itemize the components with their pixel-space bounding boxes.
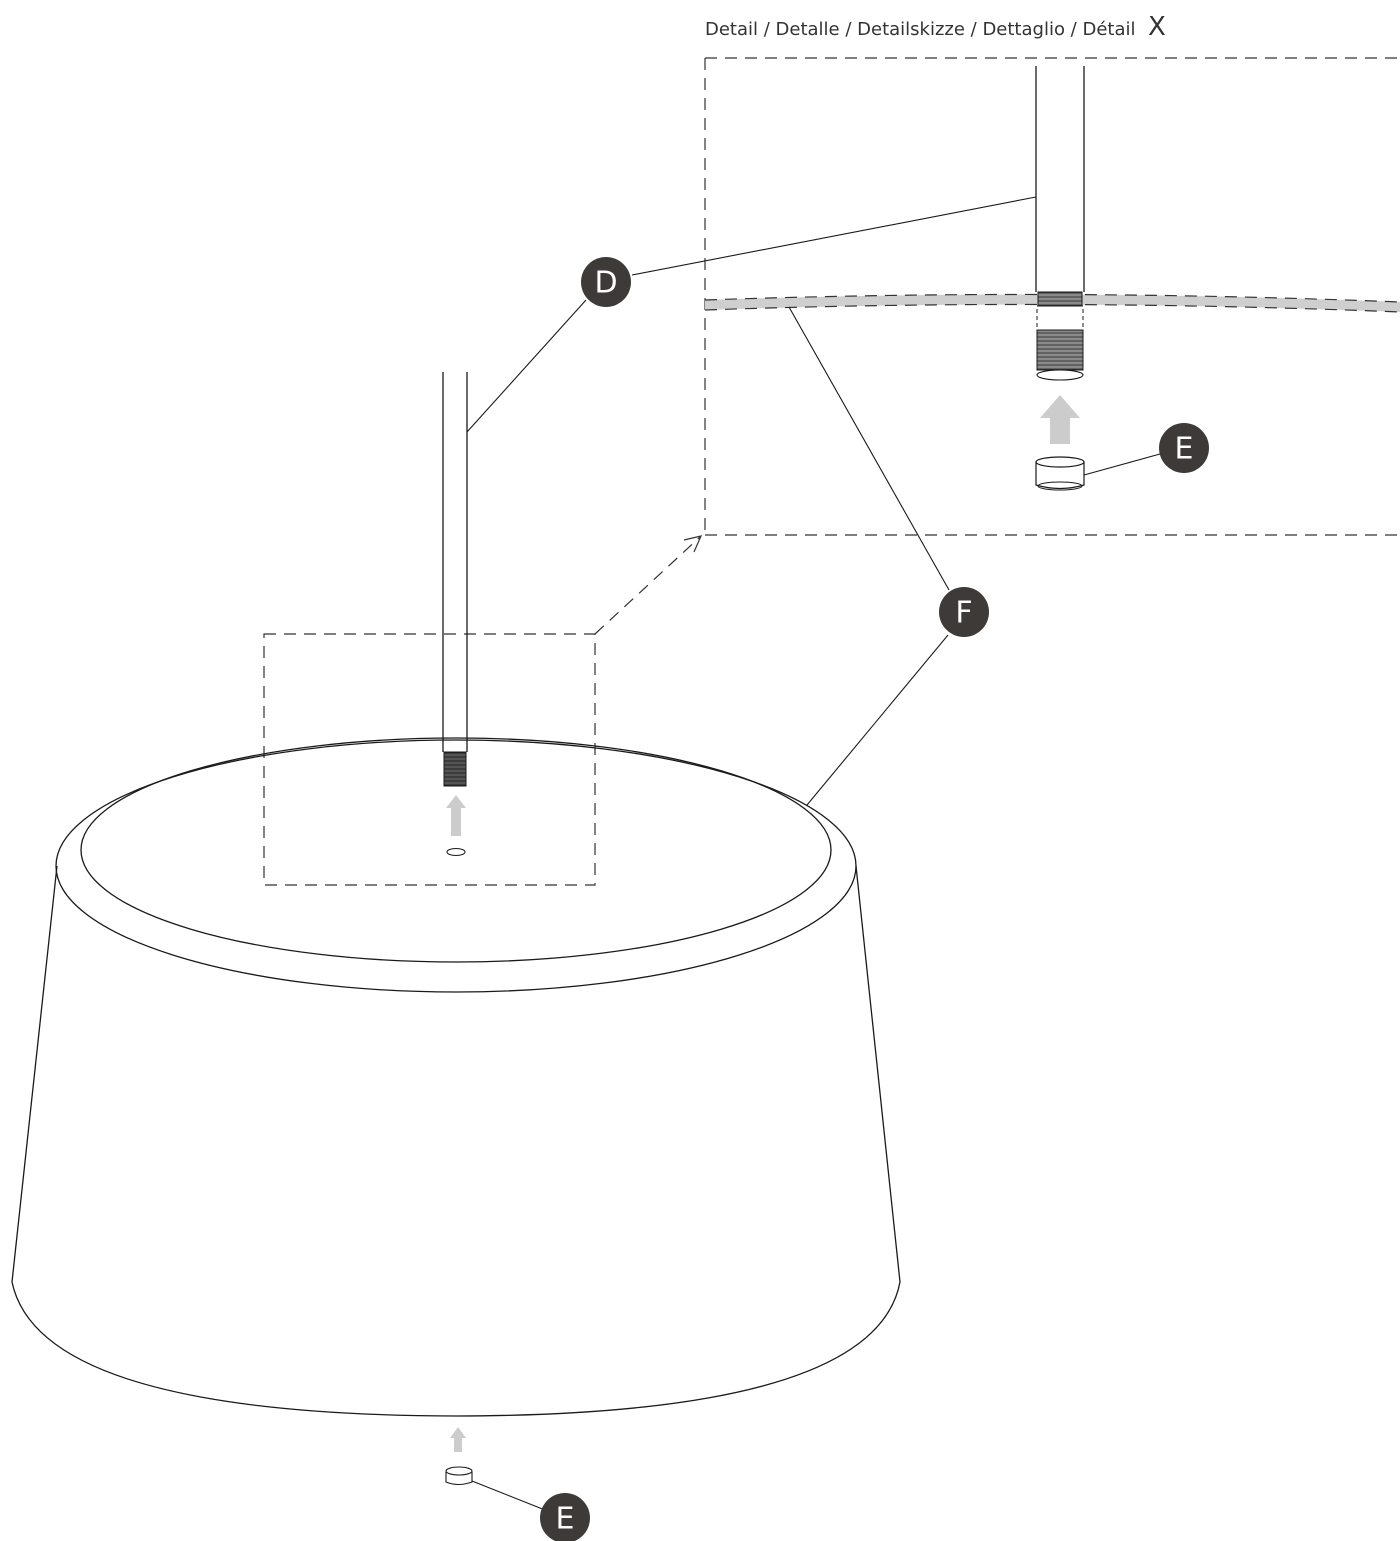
base-body	[11, 737, 901, 1417]
leader-e-main	[471, 1480, 546, 1511]
bottom-cap-nut	[445, 1466, 473, 1486]
leader-f-detail	[788, 306, 950, 591]
detail-cap-nut	[1035, 456, 1085, 491]
main-up-arrow	[446, 795, 466, 836]
detail-caption: Detail / Detalle / Detailskizze / Dettag…	[705, 19, 1136, 40]
svg-text:E: E	[556, 1502, 575, 1537]
detail-up-arrow	[1040, 395, 1080, 444]
detail-rod	[1035, 66, 1085, 381]
svg-text:D: D	[594, 266, 617, 301]
leader-e-detail	[1083, 453, 1161, 476]
detail-box	[704, 57, 1400, 536]
bottom-up-arrow	[450, 1427, 466, 1452]
svg-text:E: E	[1175, 432, 1194, 467]
leader-d-detail	[631, 196, 1037, 276]
svg-text:F: F	[955, 596, 972, 631]
detail-marker: X	[1148, 12, 1166, 42]
leader-d-main	[466, 299, 587, 433]
callout-e-main: E	[540, 1493, 590, 1541]
callout-d: D	[581, 257, 631, 307]
leader-f-main	[806, 634, 949, 806]
zoom-region-box	[263, 535, 703, 886]
callout-e-detail: E	[1159, 423, 1209, 473]
callout-f: F	[939, 587, 989, 637]
main-rod	[442, 372, 468, 787]
